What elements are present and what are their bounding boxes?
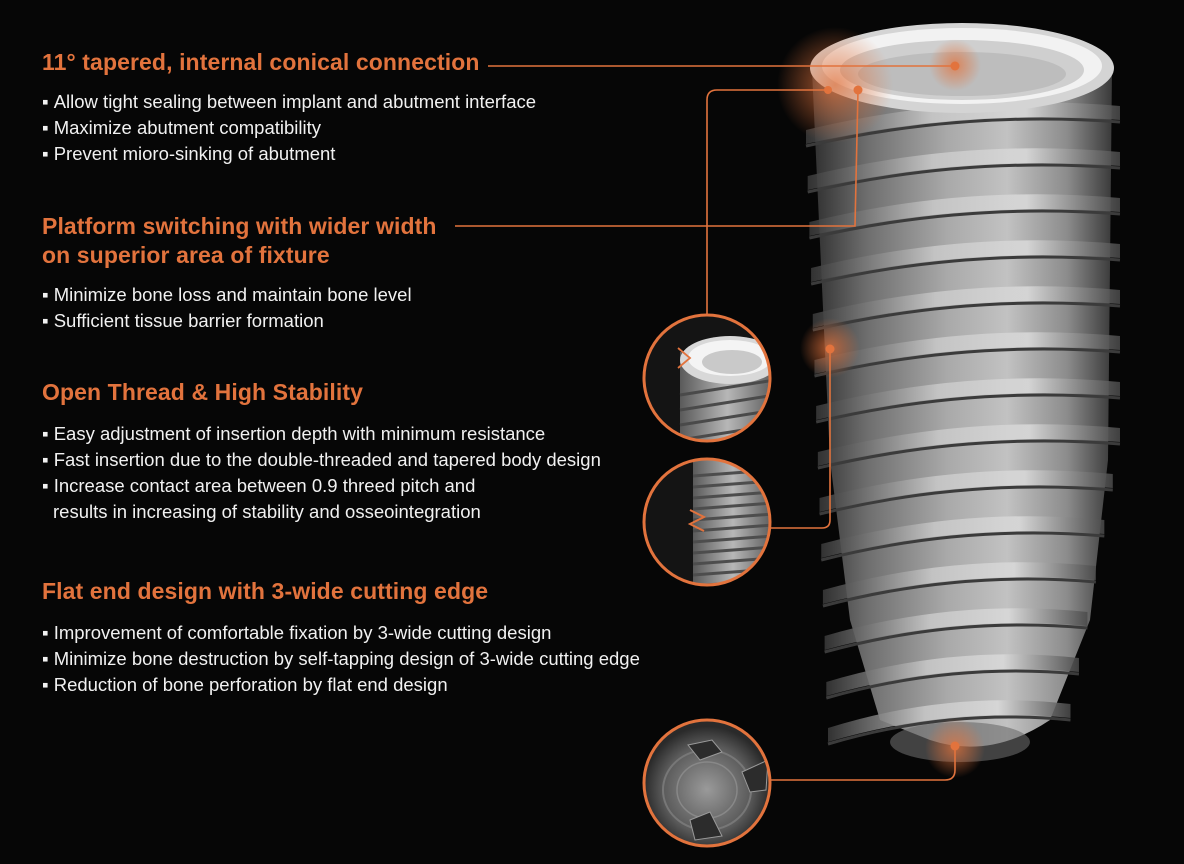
thread-ridge (821, 516, 1105, 558)
section-heading: 11° tapered, internal conical connection (42, 48, 702, 77)
small-thread-line (692, 490, 770, 500)
heading-line: Open Thread & High Stability (42, 379, 363, 405)
bullet-item: Easy adjustment of insertion depth with … (42, 421, 702, 447)
small-thread-line (692, 534, 770, 544)
thread-ridge (814, 332, 1120, 374)
bullet-item: Sufficient tissue barrier formation (42, 308, 702, 334)
bullet-text-continued: results in increasing of stability and o… (53, 501, 481, 522)
section-platform-switching: Platform switching with wider width on s… (42, 212, 702, 334)
heading-line: 11° tapered, internal conical connection (42, 49, 480, 75)
thread-ridge (826, 654, 1079, 696)
leader-thread (770, 350, 831, 529)
implant-body (805, 23, 1121, 762)
thread-ridge (811, 240, 1120, 282)
bullet-text: Minimize bone loss and maintain bone lev… (53, 284, 412, 305)
thread-ridge (816, 378, 1120, 420)
leader-platform (455, 89, 859, 227)
thread-groove (812, 301, 1121, 332)
leader-lines (455, 65, 956, 781)
bullet-list: Improvement of comfortable fixation by 3… (42, 620, 702, 698)
bullet-item: Maximize abutment compatibility (42, 115, 702, 141)
bullet-list: Allow tight sealing between implant and … (42, 89, 702, 167)
thread-ridge (824, 608, 1088, 650)
bullet-text: Sufficient tissue barrier formation (53, 310, 324, 331)
small-thread-line (692, 512, 770, 522)
thread-groove (819, 485, 1113, 516)
thread-groove (820, 531, 1105, 562)
bullet-item: Prevent mioro-sinking of abutment (42, 141, 702, 167)
bullet-item: Increase contact area between 0.9 threed… (42, 473, 702, 525)
bullet-text: Easy adjustment of insertion depth with … (53, 423, 546, 444)
heading-line: on superior area of fixture (42, 242, 330, 268)
bullet-text: Fast insertion due to the double-threade… (53, 449, 601, 470)
small-thread-line (693, 591, 773, 597)
dot-platform-left (824, 86, 832, 94)
thread-ridge (819, 470, 1113, 512)
section-heading: Flat end design with 3-wide cutting edge (42, 577, 702, 606)
heading-line: Platform switching with wider width (42, 213, 437, 239)
bullet-text: Reduction of bone perforation by flat en… (53, 674, 448, 695)
thread-groove (817, 439, 1121, 470)
small-thread-line (692, 545, 770, 555)
leader-platform-detail (706, 89, 826, 315)
bullet-item: Improvement of comfortable fixation by 3… (42, 620, 702, 646)
heading-line: Flat end design with 3-wide cutting edge (42, 578, 489, 604)
thread-groove (825, 669, 1080, 700)
section-heading: Platform switching with wider width on s… (42, 212, 702, 270)
thread-ridge (807, 148, 1120, 190)
bullet-item: Minimize bone loss and maintain bone lev… (42, 282, 702, 308)
bullet-text: Prevent mioro-sinking of abutment (53, 143, 336, 164)
glow-connection (777, 27, 893, 143)
thread-groove (822, 577, 1097, 608)
bullet-text: Improvement of comfortable fixation by 3… (53, 622, 552, 643)
dot-thread (825, 344, 835, 354)
thread-ridge (828, 700, 1071, 742)
bullet-text: Maximize abutment compatibility (53, 117, 322, 138)
bullet-text: Minimize bone destruction by self-tappin… (53, 648, 640, 669)
thread-groove (824, 623, 1088, 654)
thread-groove (809, 209, 1121, 240)
bullet-item: Fast insertion due to the double-threade… (42, 447, 702, 473)
thread-ridge (806, 102, 1120, 144)
section-open-thread: Open Thread & High Stability Easy adjust… (42, 378, 702, 525)
bullet-list: Easy adjustment of insertion depth with … (42, 421, 702, 525)
thread-groove (810, 255, 1121, 286)
dot-end (950, 741, 960, 751)
small-thread-line (692, 501, 770, 511)
section-conical-connection: 11° tapered, internal conical connection… (42, 48, 702, 167)
thread-groove (815, 393, 1121, 424)
thread-ridge (817, 424, 1120, 466)
thread-ridge (822, 562, 1096, 604)
small-thread-line (692, 523, 770, 533)
section-flat-end: Flat end design with 3-wide cutting edge… (42, 577, 702, 698)
bullet-text: Allow tight sealing between implant and … (53, 91, 537, 112)
platform-top-view (642, 313, 772, 443)
implant-threads (805, 102, 1121, 746)
thread-ridge (812, 286, 1120, 328)
anchor-dots (824, 61, 960, 751)
bullet-text: Increase contact area between 0.9 threed… (53, 475, 476, 496)
dot-platform (853, 85, 863, 95)
leader-end (770, 746, 956, 781)
thread-groove (807, 163, 1121, 194)
bullet-list: Minimize bone loss and maintain bone lev… (42, 282, 702, 334)
thread-ridge (809, 194, 1120, 236)
section-heading: Open Thread & High Stability (42, 378, 702, 407)
bullet-item: Allow tight sealing between implant and … (42, 89, 702, 115)
bullet-item: Reduction of bone perforation by flat en… (42, 672, 702, 698)
dot-connection (950, 61, 960, 71)
bullet-item: Minimize bone destruction by self-tappin… (42, 646, 702, 672)
cutting-edge-end-view (642, 718, 772, 848)
thread-groove (814, 347, 1121, 378)
